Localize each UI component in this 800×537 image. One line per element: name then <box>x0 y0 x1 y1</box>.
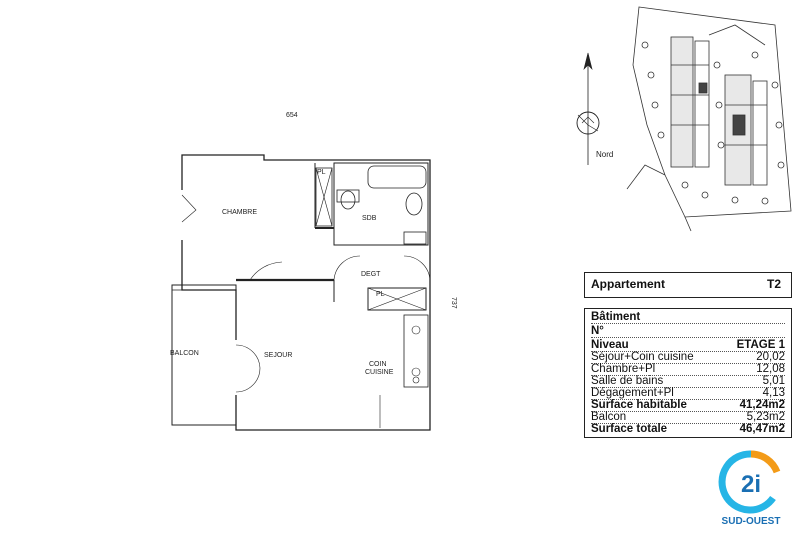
row-balcon: Balcon 5,23m2 <box>591 411 785 424</box>
row-niveau: Niveau ETAGE 1 <box>591 339 785 352</box>
row-sdb: Salle de bains 5,01 <box>591 375 785 388</box>
logo-mark: 2i <box>741 471 761 498</box>
balcon-value: 5,23m2 <box>746 411 785 423</box>
dim-top-label: 654 <box>286 112 298 119</box>
row-surface-habitable: Surface habitable 41,24m2 <box>591 399 785 412</box>
chambre-label: Chambre+Pl <box>591 363 656 375</box>
compass-label: Nord <box>596 150 613 159</box>
site-map <box>626 6 792 232</box>
degagement-value: 4,13 <box>762 387 785 399</box>
surface-habitable-label: Surface habitable <box>591 399 687 411</box>
row-degagement: Dégagement+Pl 4,13 <box>591 387 785 400</box>
room-chambre: CHAMBRE <box>222 209 257 216</box>
room-coin: COIN <box>369 361 387 368</box>
room-sejour: SEJOUR <box>264 352 292 359</box>
compass-icon: Nord <box>576 52 613 165</box>
degagement-label: Dégagement+Pl <box>591 387 674 399</box>
apartment-title: Appartement <box>591 277 666 291</box>
sdb-value: 5,01 <box>762 375 785 387</box>
numero-label: N° <box>591 325 604 337</box>
apartment-type-box: Appartement T2 <box>584 272 792 298</box>
room-cuisine: CUISINE <box>365 369 394 376</box>
balcon-label: Balcon <box>591 411 627 423</box>
row-numero: N° <box>591 325 785 338</box>
logo-text: SUD-OUEST <box>722 516 781 527</box>
room-pl-top: PL <box>317 169 326 176</box>
row-chambre: Chambre+Pl 12,08 <box>591 363 785 376</box>
row-batiment: Bâtiment <box>591 311 785 324</box>
niveau-value: ETAGE 1 <box>736 339 785 351</box>
room-balcon: BALCON <box>170 350 199 357</box>
chambre-value: 12,08 <box>756 363 785 375</box>
sejour-label: Séjour+Coin cuisine <box>591 351 694 363</box>
sdb-label: Salle de bains <box>591 375 664 387</box>
room-sdb: SDB <box>362 215 377 222</box>
company-logo: 2i SUD-OUEST <box>718 450 781 527</box>
surface-table: Bâtiment N° Niveau ETAGE 1 Séjour+Coin c… <box>584 308 792 438</box>
niveau-label: Niveau <box>591 339 629 351</box>
sejour-value: 20,02 <box>756 351 785 363</box>
surface-totale-value: 46,47m2 <box>739 423 785 435</box>
row-sejour: Séjour+Coin cuisine 20,02 <box>591 351 785 364</box>
apartment-type: T2 <box>766 277 781 291</box>
batiment-label: Bâtiment <box>591 311 641 323</box>
surface-totale-label: Surface totale <box>591 423 668 435</box>
surface-habitable-value: 41,24m2 <box>739 399 785 411</box>
room-degt: DEGT <box>361 271 381 278</box>
room-pl-lower: PL <box>376 291 385 298</box>
dim-right-label: 737 <box>450 297 457 309</box>
row-surface-totale: Surface totale 46,47m2 <box>591 423 785 435</box>
floor-plan: 654 737 CHAMBRE SDB DEGT BALCON SEJOUR C… <box>170 112 457 431</box>
